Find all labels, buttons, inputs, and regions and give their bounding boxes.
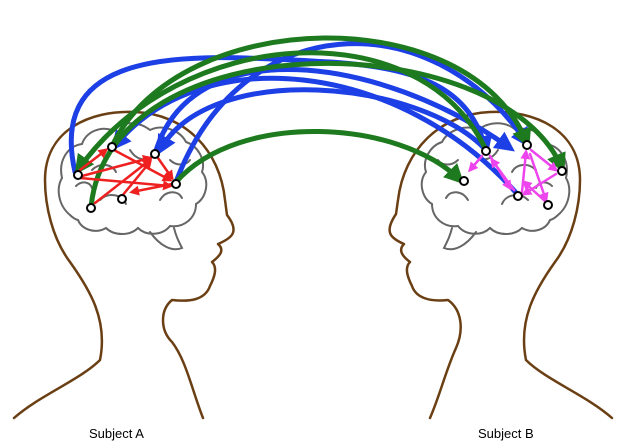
electrode-node-icon (150, 149, 160, 159)
magenta-link-8 (521, 172, 558, 196)
magenta-link-4 (520, 149, 531, 194)
red-link-8 (129, 182, 174, 196)
red-link-4 (93, 158, 153, 205)
red-link-3 (78, 176, 173, 191)
electrode-node-icon (543, 200, 553, 210)
magenta-link-7 (521, 179, 548, 204)
electrode-node-icon (107, 142, 117, 152)
electrode-node-icon (171, 179, 181, 189)
subject-b-label: Subject B (478, 426, 534, 441)
green-link-1 (109, 35, 532, 149)
electrode-node-icon (117, 194, 127, 204)
brain-a-icon (57, 122, 208, 251)
electrodes-b (459, 140, 567, 210)
electrode-node-icon (86, 203, 96, 213)
magenta-link-1 (468, 154, 484, 173)
electrodes-a (73, 142, 181, 213)
intra-brain-links-b (468, 148, 559, 204)
red-link-7 (112, 148, 173, 182)
electrode-node-icon (522, 140, 532, 150)
blue-link-1 (68, 55, 493, 175)
subject-a-label: Subject A (89, 426, 144, 441)
magenta-link-5 (529, 148, 559, 172)
magenta-link-6 (528, 152, 549, 203)
head-outline-b-icon (388, 110, 614, 420)
intra-brain-links-a (78, 148, 174, 205)
electrode-node-icon (557, 166, 567, 176)
green-link-4 (74, 50, 489, 175)
electrode-node-icon (481, 146, 491, 156)
inter-brain-green-links (74, 35, 566, 210)
electrode-node-icon (513, 191, 523, 201)
blue-link-5 (157, 87, 489, 156)
blue-link-2 (152, 67, 515, 157)
red-link-2 (80, 154, 153, 178)
green-link-3 (173, 128, 465, 185)
magenta-link-3 (490, 157, 516, 192)
electrode-node-icon (459, 176, 469, 186)
green-link-2 (88, 60, 566, 210)
electrode-node-icon (73, 170, 83, 180)
head-outline-a-icon (12, 110, 235, 420)
red-link-1 (78, 148, 109, 172)
